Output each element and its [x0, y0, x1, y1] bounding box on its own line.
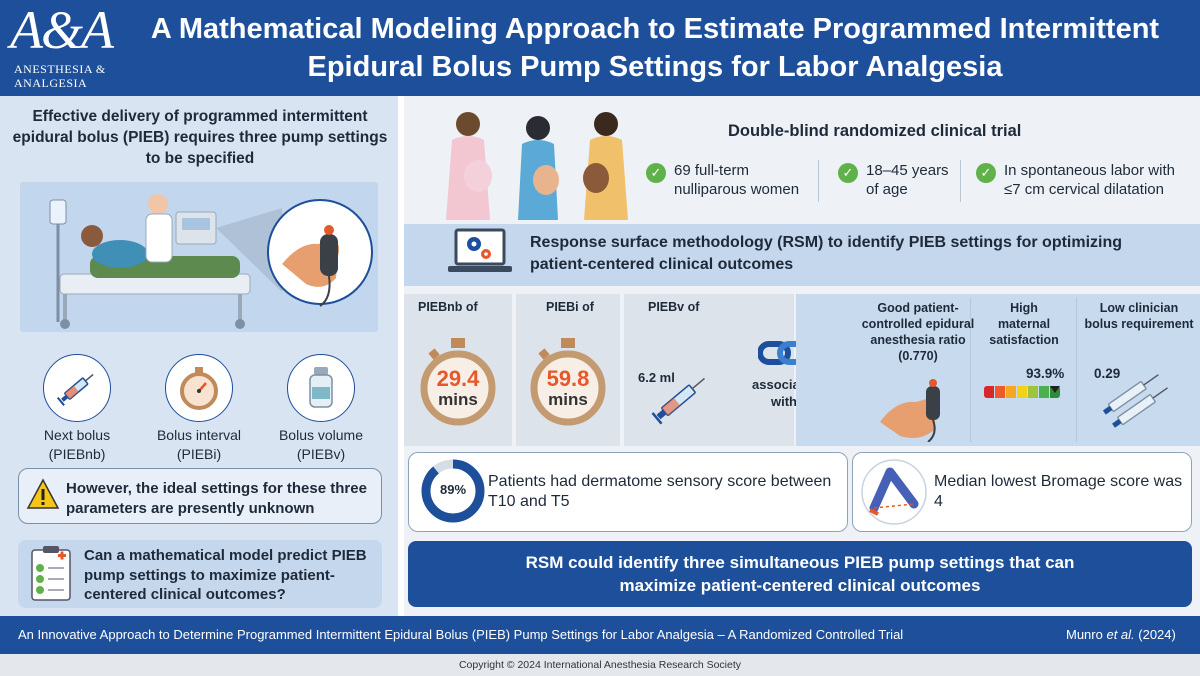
stopwatch-icon — [420, 336, 496, 426]
criterion-labor: In spontaneous labor with ≤7 cm cervical… — [1004, 162, 1175, 198]
header-banner — [0, 0, 1200, 96]
satisfaction-marker — [1050, 380, 1061, 398]
hand-pca-button-icon — [876, 372, 966, 447]
piebnb-value: 29.4 — [436, 366, 480, 391]
check-icon: ✓ — [646, 163, 666, 183]
question-text: Can a mathematical model predict PIEB pu… — [84, 547, 367, 603]
satisfaction-value: 93.9% — [1026, 366, 1065, 381]
hospital-scene-svg — [49, 194, 373, 329]
outcome-satisfaction-label: High maternal satisfaction — [989, 301, 1059, 347]
outcomes-panel — [796, 294, 1200, 446]
citation-etal: et al. — [1106, 627, 1135, 642]
piebv-label: PIEBv of — [648, 300, 700, 314]
piebv-value: 6.2 ml — [638, 370, 675, 385]
leg-flexion-icon — [860, 458, 928, 531]
outcome-ratio-label: Good patient-controlled epidural anesthe… — [861, 301, 975, 363]
setting-next-bolus: Next bolus (PIEBnb) — [22, 426, 132, 464]
piebnb-label: PIEBnb of — [418, 300, 478, 314]
trial-title: Double-blind randomized clinical trial — [728, 122, 1022, 140]
satisfaction-scale — [984, 386, 1060, 398]
hospital-scene-illustration — [20, 182, 378, 332]
logo-line-2: ANALGESIA — [14, 76, 88, 90]
stopwatch-icon — [165, 354, 233, 422]
laptop-gears-icon — [448, 228, 512, 285]
footer-bar — [0, 616, 1200, 654]
sensory-donut — [418, 456, 488, 531]
clipboard-icon — [30, 546, 72, 607]
outcome-divider — [970, 298, 971, 442]
copyright-text: Copyright © 2024 International Anesthesi… — [458, 659, 742, 671]
sensory-percent: 89% — [439, 482, 467, 497]
check-icon: ✓ — [976, 163, 996, 183]
setting-bolus-interval-label: Bolus interval — [156, 427, 242, 443]
check-icon: ✓ — [838, 163, 858, 183]
bromage-text: Median lowest Bromage score was 4 — [934, 473, 1183, 510]
footer-citation: Munro et al. (2024) — [1066, 627, 1176, 642]
warning-box — [18, 468, 382, 524]
piebv-panel — [624, 294, 794, 446]
title-line-1: A Mathematical Modeling Approach to Esti… — [150, 13, 1160, 45]
criterion-age: 18–45 years of age — [866, 162, 949, 198]
vial-icon — [287, 354, 355, 422]
setting-bolus-volume-label: Bolus volume — [278, 427, 364, 443]
setting-bolus-interval: Bolus interval (PIEBi) — [144, 426, 254, 464]
piebi-unit: mins — [548, 390, 588, 409]
piebi-label: PIEBi of — [546, 300, 594, 314]
criteria-divider — [818, 160, 819, 202]
page-title: A Mathematical Modeling Approach to Esti… — [110, 6, 1200, 90]
setting-next-bolus-label: Next bolus — [43, 427, 111, 443]
syringe-icon — [640, 364, 720, 439]
warning-icon — [26, 478, 60, 515]
setting-bolus-volume: Bolus volume (PIEBv) — [266, 426, 376, 464]
criterion-participants: 69 full-term nulliparous women — [674, 162, 800, 198]
logo-letters: A&A — [10, 0, 114, 60]
citation-year: (2024) — [1134, 627, 1176, 642]
women-illustration — [428, 106, 648, 225]
stopwatch-icon — [530, 336, 606, 426]
footer-subtitle: An Innovative Approach to Determine Prog… — [18, 627, 904, 642]
intro-text: Effective delivery of programmed intermi… — [12, 108, 388, 167]
citation-author: Munro — [1066, 627, 1107, 642]
conclusion-banner: RSM could identify three simultaneous PI… — [408, 541, 1192, 607]
outcome-divider — [1076, 298, 1077, 442]
copyright-bar: Copyright © 2024 International Anesthesi… — [0, 654, 1200, 676]
setting-bolus-volume-abbr: (PIEBv) — [296, 446, 346, 462]
piebi-value: 59.8 — [546, 366, 590, 391]
outcome-clinician-label: Low clinician bolus requirement — [1084, 301, 1194, 331]
syringe-icon — [43, 354, 111, 422]
question-box — [18, 540, 382, 608]
journal-logo: A&A ANESTHESIA & ANALGESIA — [10, 0, 114, 92]
criteria-divider — [960, 160, 961, 202]
warning-text: However, the ideal settings for these th… — [66, 480, 367, 517]
rsm-banner — [404, 224, 1200, 286]
setting-next-bolus-abbr: (PIEBnb) — [48, 446, 106, 462]
setting-bolus-interval-abbr: (PIEBi) — [176, 446, 222, 462]
syringes-icon — [1086, 362, 1186, 437]
logo-line-1: ANESTHESIA & — [14, 62, 106, 76]
clinician-bolus-value: 0.29 — [1094, 366, 1121, 381]
piebnb-unit: mins — [438, 390, 478, 409]
rsm-text: Response surface methodology (RSM) to id… — [530, 234, 1123, 273]
title-line-2: Epidural Bolus Pump Settings for Labor A… — [307, 51, 1003, 83]
sensory-text: Patients had dermatome sensory score bet… — [488, 473, 832, 510]
conclusion-text: RSM could identify three simultaneous PI… — [525, 553, 1075, 595]
